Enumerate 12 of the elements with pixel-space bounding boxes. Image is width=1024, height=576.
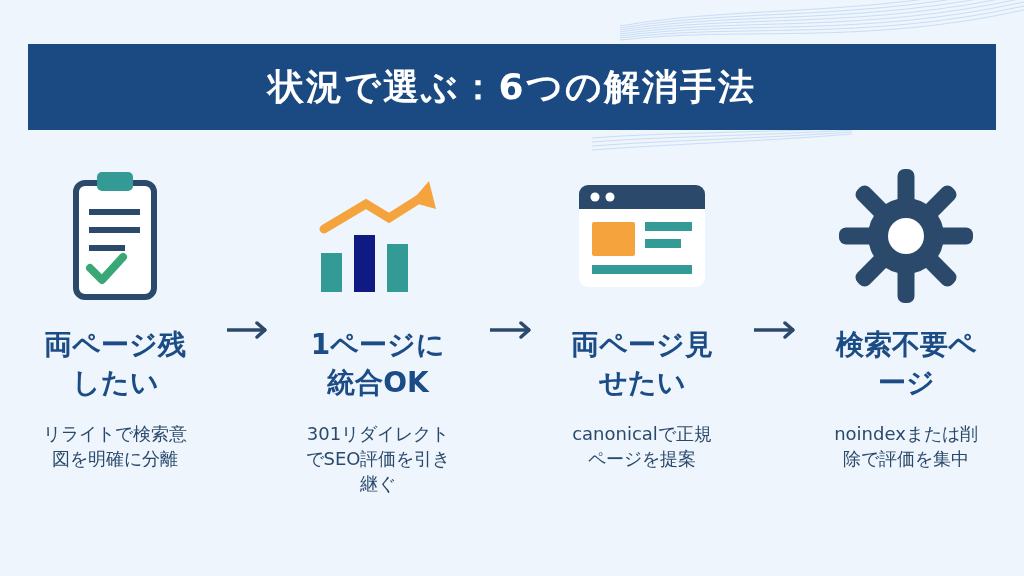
step-heading: 1ページに統合OK — [309, 327, 447, 401]
arrow — [227, 321, 267, 339]
arrow — [754, 321, 795, 339]
step-heading: 検索不要ページ — [834, 327, 978, 401]
step-heading: 両ページ見せたい — [570, 327, 714, 401]
arrow — [490, 321, 531, 339]
title: 状況で選ぶ：6つの解消手法 — [268, 64, 756, 109]
step-description: リライトで検索意図を明確に分離 — [42, 422, 188, 471]
step-heading: 両ページ残したい — [43, 327, 187, 401]
step-description: canonicalで正規ページを提案 — [571, 422, 713, 471]
step-description: 301リダイレクトでSEO評価を引き継ぐ — [304, 422, 452, 496]
step-description: noindexまたは削除で評価を集中 — [833, 422, 979, 471]
